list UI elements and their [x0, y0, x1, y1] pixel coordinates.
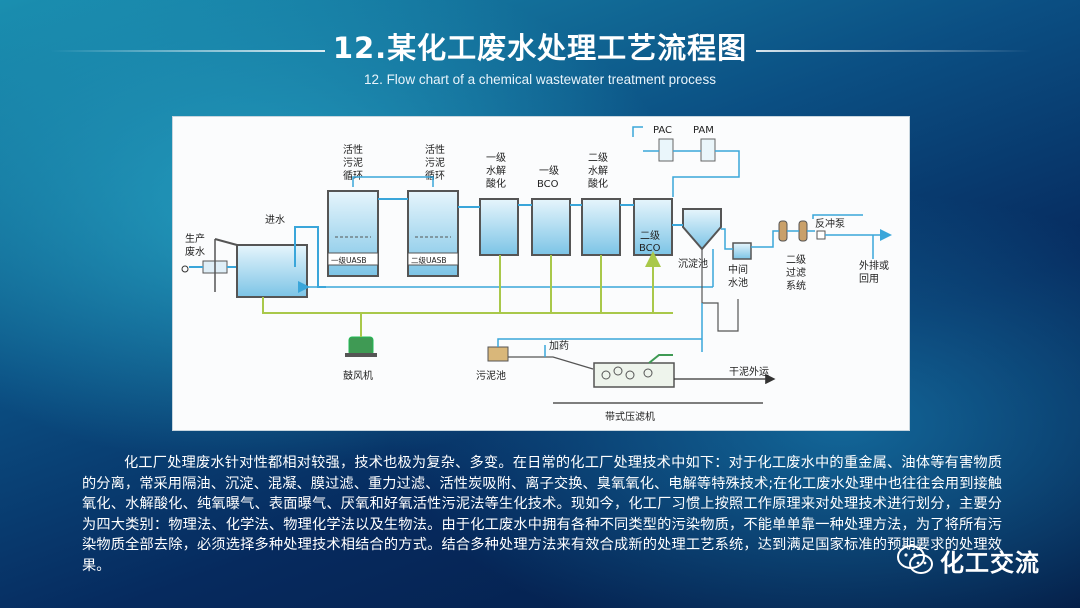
svg-text:过滤: 过滤 — [786, 266, 806, 279]
svg-text:二级UASB: 二级UASB — [411, 255, 447, 265]
svg-text:一级: 一级 — [486, 152, 506, 164]
brand-name: 化工交流 — [940, 548, 1040, 577]
hydrolysis-tank-2: 二级 水解 酸化 — [581, 152, 621, 256]
raw-water-inlet: 生产 废水 — [181, 232, 237, 274]
svg-text:沉淀池: 沉淀池 — [678, 257, 708, 270]
svg-text:二级: 二级 — [640, 230, 660, 242]
dry-sludge-output: 干泥外运 — [674, 365, 776, 385]
dosing-line: 加药 — [544, 340, 569, 357]
slide-subtitle: 12. Flow chart of a chemical wastewater … — [364, 72, 716, 87]
backwash-pump: 反冲泵 — [812, 214, 863, 240]
middle-pool: 中间 水池 — [721, 228, 752, 289]
svg-text:一级UASB: 一级UASB — [331, 255, 367, 265]
svg-text:水解: 水解 — [486, 164, 506, 177]
svg-text:BCO: BCO — [537, 179, 559, 190]
svg-text:BCO: BCO — [639, 243, 661, 254]
uasb-tank-2: 活性 污泥 循环 二级UASB — [407, 143, 459, 277]
description-text: 化工厂处理废水针对性都相对较强，技术也极为复杂、多变。在日常的化工厂处理技术中如… — [82, 455, 1002, 574]
title-divider-left — [50, 50, 325, 52]
svg-text:二级: 二级 — [786, 254, 806, 266]
svg-text:鼓风机: 鼓风机 — [343, 369, 373, 382]
bco-tank-2: 二级 BCO — [633, 198, 673, 256]
svg-text:系统: 系统 — [786, 279, 806, 292]
svg-text:循环: 循环 — [425, 169, 445, 182]
svg-text:生产: 生产 — [185, 232, 205, 245]
bco-tank-1: 一级 BCO — [531, 165, 571, 256]
svg-text:加药: 加药 — [549, 340, 569, 352]
svg-text:废水: 废水 — [185, 245, 205, 258]
title-divider-right — [756, 50, 1031, 52]
blower: 鼓风机 — [343, 313, 377, 382]
svg-text:循环: 循环 — [343, 169, 363, 182]
svg-text:水池: 水池 — [728, 276, 748, 289]
svg-text:污泥池: 污泥池 — [476, 369, 506, 382]
svg-text:酸化: 酸化 — [486, 177, 506, 190]
uasb-tank-1: 活性 污泥 循环 一级UASB — [327, 143, 379, 277]
svg-text:PAC: PAC — [653, 125, 672, 136]
slide-title-block: 12.某化工废水处理工艺流程图 12. Flow chart of a chem… — [0, 28, 1080, 87]
svg-text:活性: 活性 — [425, 143, 445, 156]
svg-text:回用: 回用 — [859, 273, 879, 285]
process-flow-diagram: 生产 废水 进水 活性 污泥 循环 一级UASB 活性 污泥 循环 二级UASB — [172, 116, 910, 431]
slide-title: 12.某化工废水处理工艺流程图 — [332, 31, 748, 65]
svg-text:活性: 活性 — [343, 143, 363, 156]
settling-tank: 沉淀池 — [672, 208, 722, 270]
secondary-filter-system: 二级 过滤 系统 — [751, 220, 815, 292]
wechat-icon — [897, 545, 933, 574]
svg-text:干泥外运: 干泥外运 — [729, 365, 769, 378]
sludge-pool: 污泥池 — [476, 338, 702, 382]
aeration-lines — [262, 255, 673, 314]
svg-text:反冲泵: 反冲泵 — [815, 217, 845, 230]
svg-text:外排或: 外排或 — [859, 259, 889, 272]
svg-text:带式压滤机: 带式压滤机 — [605, 410, 655, 423]
description-paragraph: 化工厂处理废水针对性都相对较强，技术也极为复杂、多变。在日常的化工厂处理技术中如… — [82, 453, 1002, 576]
svg-text:酸化: 酸化 — [588, 177, 608, 190]
svg-text:中间: 中间 — [728, 263, 748, 276]
svg-text:水解: 水解 — [588, 164, 608, 177]
svg-text:一级: 一级 — [539, 165, 559, 177]
discharge-outlet: 外排或 回用 — [825, 229, 892, 285]
svg-text:PAM: PAM — [693, 125, 714, 136]
svg-text:二级: 二级 — [588, 152, 608, 164]
hydrolysis-tank-1: 一级 水解 酸化 — [479, 152, 519, 256]
chemical-dosing-pac-pam: PAC PAM — [632, 125, 740, 197]
belt-filter-press: 带式压滤机 — [553, 354, 763, 423]
svg-text:污泥: 污泥 — [425, 156, 445, 169]
brand-watermark: 化工交流 — [896, 540, 1056, 580]
svg-text:进水: 进水 — [265, 214, 285, 226]
svg-text:污泥: 污泥 — [343, 156, 363, 169]
